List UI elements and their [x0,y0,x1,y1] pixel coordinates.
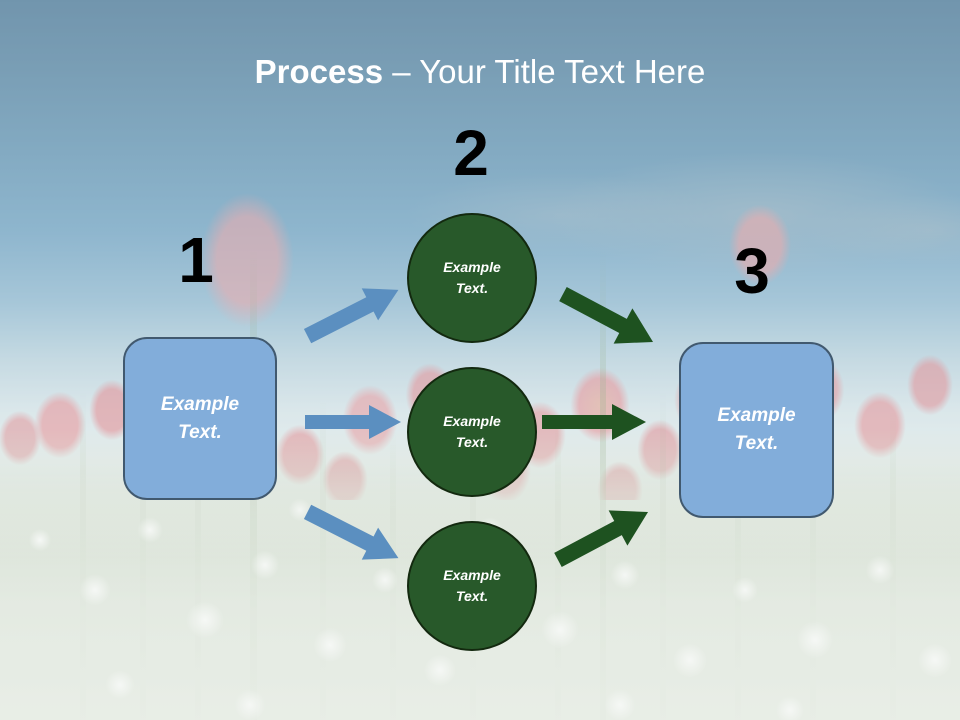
arrow-blue-down-right-icon [303,504,399,560]
arrow-blue-up-right-icon [303,288,399,344]
process-box-right[interactable]: Example Text. [679,342,834,518]
process-box-right-line2: Text. [734,433,779,454]
arrow-green-right-icon [542,404,646,440]
process-circle-top-text: Example Text. [443,257,501,299]
arrow-blue-right-icon [305,405,401,439]
arrow-green-up-right-icon [554,510,649,568]
step-number-1: 1 [178,224,214,296]
slide-title-regular: – Your Title Text Here [383,53,706,90]
process-circle-bottom-line1: Example [443,567,501,583]
process-circle-top-line1: Example [443,259,501,275]
process-box-left-line2: Text. [178,421,222,443]
process-circle-middle[interactable]: Example Text. [407,367,537,497]
process-circle-middle-line1: Example [443,413,501,429]
process-box-left-text: Example Text. [161,391,239,447]
process-box-right-line1: Example [717,405,796,426]
process-circle-top-line2: Text. [455,280,489,296]
process-circle-bottom[interactable]: Example Text. [407,521,537,651]
step-number-3: 3 [734,235,770,307]
process-box-left[interactable]: Example Text. [123,337,277,500]
process-circle-bottom-line2: Text. [455,588,489,604]
process-box-left-line1: Example [160,393,240,415]
process-circle-bottom-text: Example Text. [443,565,501,607]
process-circle-middle-line2: Text. [455,434,489,450]
process-box-right-text: Example Text. [717,402,795,458]
process-circle-top[interactable]: Example Text. [407,213,537,343]
arrow-green-down-right-icon [559,286,654,344]
slide-title: Process – Your Title Text Here [0,52,960,92]
process-circle-middle-text: Example Text. [443,411,501,453]
slide-title-bold: Process [254,53,384,90]
step-number-2: 2 [453,117,489,189]
